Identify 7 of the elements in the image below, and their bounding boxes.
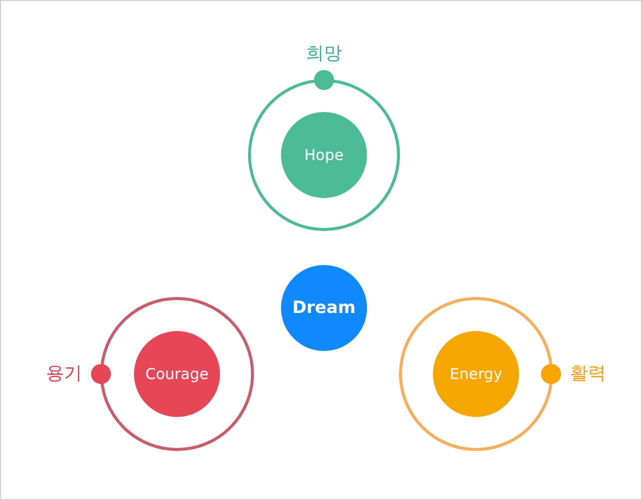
circle-node: Courage [134,331,220,417]
ring-label: 희망 [306,43,342,65]
circle-node: Energy [433,331,519,417]
circle-node: Dream [281,265,367,351]
ring-label: 용기 [46,363,82,385]
circle-node: Hope [281,112,367,198]
ring-label: 활력 [570,363,606,385]
